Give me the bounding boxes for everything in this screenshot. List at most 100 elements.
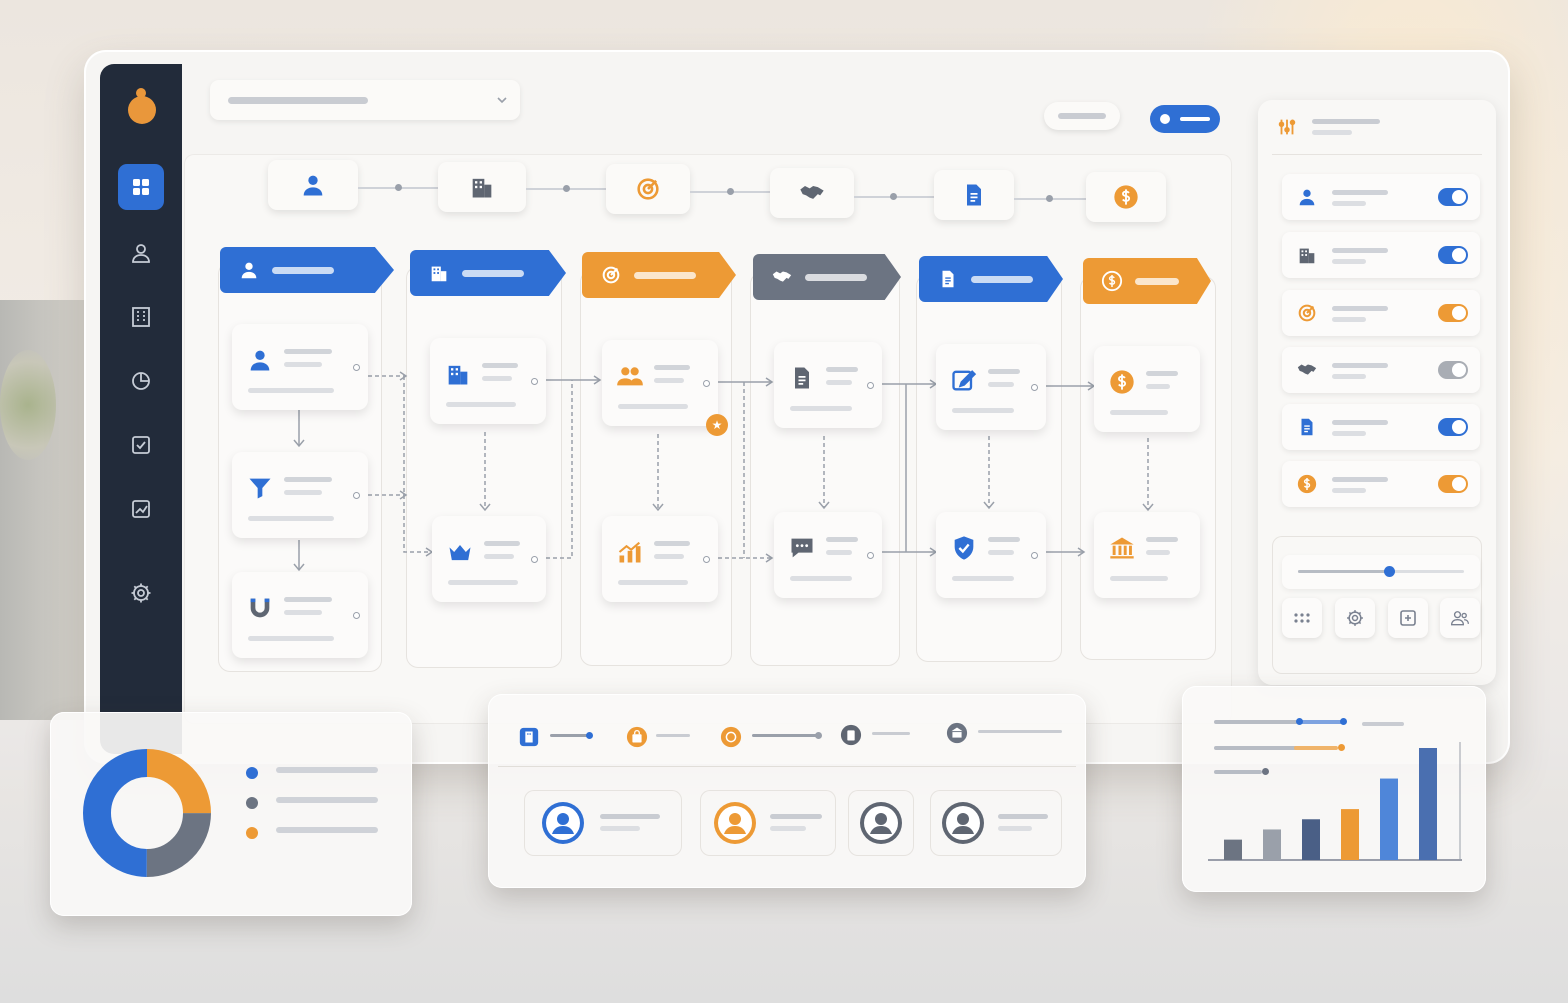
card-qualify[interactable] bbox=[232, 452, 368, 538]
secondary-button[interactable] bbox=[1044, 102, 1120, 130]
stage-opportunities[interactable] bbox=[606, 164, 690, 214]
chart-bar bbox=[1380, 778, 1398, 860]
level-slider[interactable] bbox=[1282, 555, 1480, 589]
column-header-negotiation[interactable] bbox=[753, 254, 901, 300]
chat-icon bbox=[791, 538, 813, 558]
magnet-icon bbox=[250, 598, 270, 618]
stage-negotiation[interactable] bbox=[770, 168, 854, 218]
card-contract[interactable] bbox=[774, 342, 882, 428]
stage-closed-won[interactable] bbox=[1086, 172, 1166, 222]
toggle-row-contacts bbox=[1282, 174, 1480, 220]
donut-segment bbox=[83, 749, 211, 877]
sidebar-item-analytics[interactable] bbox=[118, 486, 164, 532]
avatar bbox=[860, 802, 902, 844]
card-team[interactable]: ★ bbox=[602, 340, 728, 436]
settings-panel bbox=[1258, 100, 1496, 685]
settings-button[interactable] bbox=[1335, 598, 1375, 638]
target-icon bbox=[1298, 304, 1316, 322]
toggle-switch-accounts[interactable] bbox=[1438, 246, 1468, 264]
contact-card[interactable] bbox=[930, 790, 1062, 856]
chart-bar bbox=[1224, 839, 1242, 860]
building-icon bbox=[519, 727, 539, 747]
toggle-switch-opportunities[interactable] bbox=[1438, 304, 1468, 322]
dots-grid-icon bbox=[1294, 613, 1310, 623]
sidebar-item-reports[interactable] bbox=[118, 358, 164, 404]
add-button[interactable] bbox=[1388, 598, 1428, 638]
gear-icon bbox=[1347, 610, 1363, 626]
sidebar-item-contacts[interactable] bbox=[118, 230, 164, 276]
users-button[interactable] bbox=[1440, 598, 1480, 638]
funnel-icon bbox=[249, 478, 271, 499]
avatar bbox=[542, 802, 584, 844]
card-company[interactable] bbox=[430, 338, 546, 424]
sidebar-item-dashboard[interactable] bbox=[118, 164, 164, 210]
primary-toggle-button[interactable] bbox=[1150, 105, 1220, 133]
column-header-opportunities[interactable] bbox=[582, 252, 736, 298]
timeline-widget bbox=[488, 694, 1086, 888]
toggle-switch-proposal[interactable] bbox=[1438, 418, 1468, 436]
column-header-closed[interactable] bbox=[1083, 258, 1211, 304]
sidebar bbox=[100, 64, 182, 754]
building-icon bbox=[132, 307, 150, 327]
stage-accounts[interactable] bbox=[438, 162, 526, 212]
card-new-lead[interactable] bbox=[232, 324, 368, 410]
target-icon bbox=[637, 178, 659, 200]
grid-apps-button[interactable] bbox=[1282, 598, 1322, 638]
stage-connector-dot bbox=[727, 188, 734, 195]
sidebar-item-companies[interactable] bbox=[118, 294, 164, 340]
column-header-proposal[interactable] bbox=[919, 256, 1063, 302]
chart-bar bbox=[1419, 748, 1437, 860]
avatar bbox=[714, 802, 756, 844]
handshake-icon bbox=[800, 186, 824, 199]
stage-leads[interactable] bbox=[268, 160, 358, 210]
building-icon bbox=[431, 266, 447, 282]
building-icon bbox=[472, 178, 492, 198]
toggle-row-closed bbox=[1282, 461, 1480, 507]
pie-chart-icon bbox=[132, 372, 150, 390]
card-draft-proposal[interactable] bbox=[936, 344, 1046, 430]
toggle-switch-closed[interactable] bbox=[1438, 475, 1468, 493]
stage-proposal[interactable] bbox=[934, 170, 1014, 220]
legend-dot-blue bbox=[246, 767, 258, 779]
card-discussion[interactable] bbox=[774, 512, 882, 598]
card-approval[interactable] bbox=[936, 512, 1046, 598]
handshake-icon bbox=[772, 271, 792, 282]
sliders-icon bbox=[1278, 119, 1296, 135]
user-icon bbox=[241, 262, 257, 279]
line-chart-icon bbox=[132, 500, 150, 518]
column-header-accounts[interactable] bbox=[410, 250, 566, 296]
gear-icon bbox=[131, 583, 151, 603]
contact-card[interactable] bbox=[524, 790, 682, 856]
dollar-icon bbox=[1297, 474, 1317, 494]
stage-connector-dot bbox=[563, 185, 570, 192]
chart-bar bbox=[1263, 829, 1281, 860]
card-growth[interactable] bbox=[602, 516, 718, 602]
toggle-switch-negotiation[interactable] bbox=[1438, 361, 1468, 379]
document-icon bbox=[1301, 418, 1313, 436]
team-icon bbox=[617, 367, 643, 386]
sidebar-item-tasks[interactable] bbox=[118, 422, 164, 468]
edit-icon bbox=[952, 370, 977, 391]
dollar-icon bbox=[1101, 270, 1123, 292]
card-attract[interactable] bbox=[232, 572, 368, 658]
card-payment[interactable] bbox=[1094, 346, 1200, 432]
toggle-row-proposal bbox=[1282, 404, 1480, 450]
stage-connector-dot bbox=[395, 184, 402, 191]
legend-dot-orange bbox=[246, 827, 258, 839]
sidebar-item-settings[interactable] bbox=[118, 570, 164, 616]
dollar-icon bbox=[1110, 370, 1134, 394]
pipeline-select[interactable] bbox=[210, 80, 520, 120]
card-banking[interactable] bbox=[1094, 512, 1200, 598]
slider-handle[interactable] bbox=[1384, 566, 1395, 577]
card-key-account[interactable] bbox=[432, 516, 546, 602]
users-icon bbox=[1450, 611, 1469, 626]
contact-card[interactable] bbox=[700, 790, 836, 856]
chevron-down-icon bbox=[497, 97, 507, 104]
toggle-switch-contacts[interactable] bbox=[1438, 188, 1468, 206]
toggle-row-accounts bbox=[1282, 232, 1480, 278]
column-accounts bbox=[406, 266, 562, 668]
column-negotiation bbox=[750, 272, 900, 666]
contact-card[interactable] bbox=[848, 790, 914, 856]
column-header-leads[interactable] bbox=[220, 247, 394, 293]
add-icon bbox=[1400, 610, 1416, 626]
